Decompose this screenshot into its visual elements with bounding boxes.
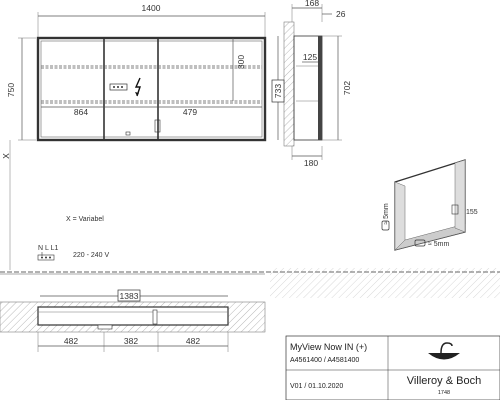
- article-numbers: A4561400 / A4581400: [290, 357, 359, 364]
- section-view: 1383 482 382 482: [0, 289, 266, 352]
- terminal-labels: N L L1: [38, 245, 58, 252]
- width-dimension: 1400: [142, 3, 161, 13]
- right-width-dimension: 479: [183, 107, 197, 117]
- section-dim-left: 482: [64, 336, 78, 346]
- gap-bottom-label: ≈ 5mm: [428, 241, 450, 248]
- height-dimension: 750: [6, 83, 16, 97]
- mirror-door-section: [318, 36, 322, 140]
- shelf-height-dimension: 300: [236, 55, 246, 69]
- terminal-block: [37, 254, 55, 261]
- brand-name: Villeroy & Boch: [407, 375, 481, 387]
- brand-year: 1748: [438, 390, 450, 396]
- top-depth-dimension: 168: [305, 0, 319, 8]
- sensor-icon: [414, 239, 426, 247]
- recess-height-dimension: 702: [342, 81, 352, 95]
- product-name: MyView Now IN (+): [290, 342, 367, 352]
- section-dim-right: 482: [186, 336, 200, 346]
- reveal-dimension: 155: [466, 209, 478, 216]
- electric-warning-icon: [134, 77, 141, 97]
- variable-marker: X: [1, 153, 11, 159]
- inner-depth-dimension: 125: [303, 52, 317, 62]
- switch-icon: [381, 220, 390, 231]
- variable-note: X = Variabel: [66, 216, 104, 223]
- notes: X = Variabel N L L1 220 - 240 V: [37, 216, 110, 261]
- frame-depth-dimension: 26: [336, 9, 346, 19]
- left-width-dimension: 864: [74, 107, 88, 117]
- section-recess: [37, 306, 229, 326]
- socket-outlet: [109, 83, 128, 91]
- detail-view: 155 ≈ 5mm ≈ 5mm: [381, 159, 478, 251]
- version-date: V01 / 01.10.2020: [290, 383, 343, 390]
- side-view: 168 26 125 733 702 180: [271, 0, 352, 168]
- title-block: MyView Now IN (+) A4561400 / A4581400 V0…: [285, 335, 500, 400]
- front-view: 1400 750 X 300 864 47: [1, 3, 267, 270]
- outer-height-dimension: 733: [273, 84, 283, 98]
- brand-logo-icon: [428, 342, 460, 360]
- section-dim-center: 382: [124, 336, 138, 346]
- cabinet-outline: [36, 36, 267, 142]
- voltage-label: 220 - 240 V: [73, 252, 110, 259]
- wall-section: [283, 21, 295, 147]
- gap-top-label: ≈ 5mm: [383, 203, 390, 225]
- section-width-boxed: 1383: [120, 291, 139, 301]
- bottom-depth-dimension: 180: [304, 158, 318, 168]
